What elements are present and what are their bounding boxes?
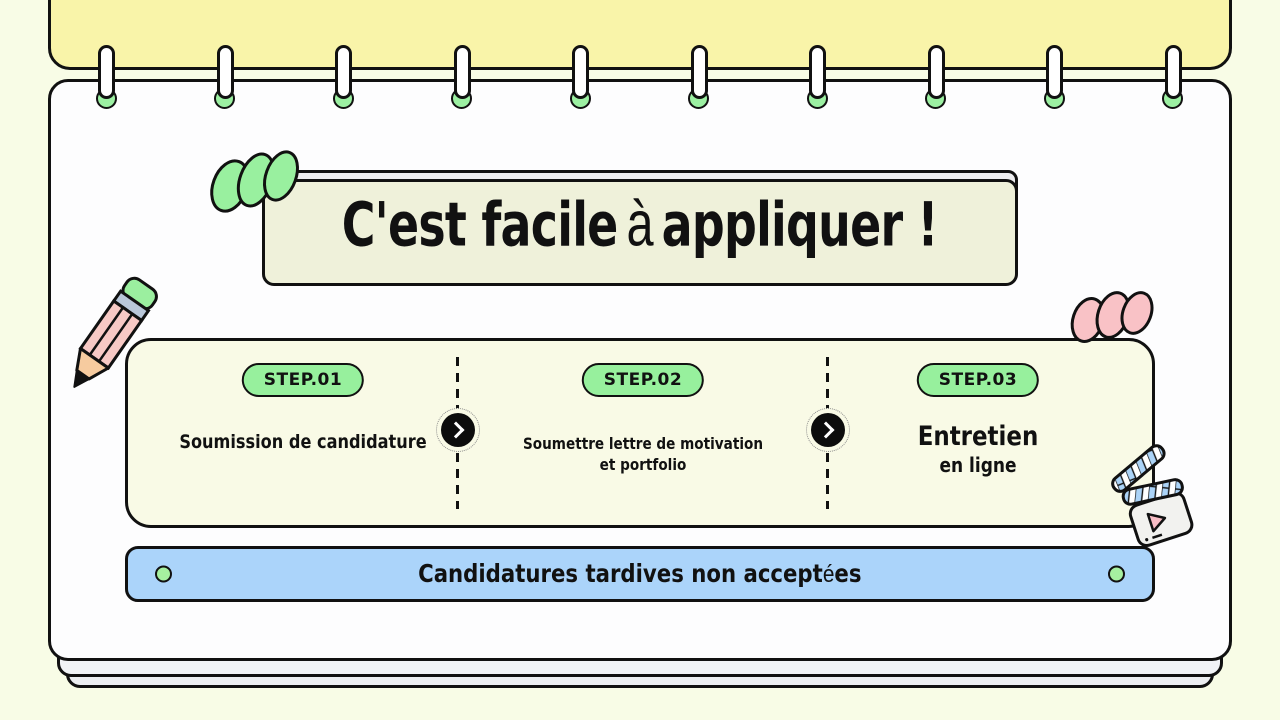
clapperboard-icon [1111,444,1194,548]
title-accent: à [626,188,654,259]
step3-main: Entretien [917,421,1039,452]
steps-panel: STEP.01 STEP.02 STEP.03 Soumission de ca… [125,338,1155,528]
banner-text-post: es [834,559,862,588]
chevron-right-icon [441,413,475,447]
banner-text: Candidatures tardives non acceptées [418,559,861,589]
chevron-right-icon [811,413,845,447]
ring-pin [1164,45,1182,99]
ring-pin [335,45,353,99]
ring-pin [690,45,708,99]
ring-pin [927,45,945,99]
binder-ring [95,45,117,111]
banner-text-pre: Candidatures tardives non accept [418,559,824,588]
binder-ring [569,45,591,111]
banner-dot-left [155,565,172,583]
step3-title: Entretien [907,421,1049,452]
binder-ring [1043,45,1065,111]
step1-label: Soumission de candidature [179,431,427,453]
ring-pin [98,45,115,99]
ring-pin [1046,45,1064,99]
step2-line2: et portfolio [599,455,687,474]
title-part2: appliquer ! [661,189,939,260]
binder-ring [1162,45,1184,111]
title-part1: C'est facile [341,189,619,260]
step3-badge: STEP.03 [916,363,1040,397]
banner-text-accent: é [823,561,835,588]
scribble-green-icon [210,150,299,213]
step3-subtitle: en ligne [933,453,1024,477]
notebook-cover [48,0,1232,70]
step1-text: Soumission de candidature [157,431,448,453]
ring-pin [572,45,590,99]
binder-ring [332,45,354,111]
binder-ring [806,45,828,111]
step2-line1: Soumettre lettre de motivation [522,434,764,453]
notice-banner: Candidatures tardives non acceptées [125,546,1155,602]
next-step-arrow [806,408,850,452]
binder-ring [688,45,710,111]
binder-ring [214,45,236,111]
step2-badge: STEP.02 [581,363,705,397]
banner-dot-right [1108,565,1125,583]
binder-ring [451,45,473,111]
pencil-icon [73,276,158,388]
step1-badge: STEP.01 [241,363,365,397]
ring-pin [453,45,471,99]
scribble-pink-icon [1070,291,1154,343]
step3-sub: en ligne [939,453,1017,477]
ring-pin [809,45,827,99]
ring-pin [216,45,234,99]
binder-ring [925,45,947,111]
binder-rings [95,45,1184,111]
step2-text: Soumettre lettre de motivation et portfo… [502,433,784,475]
next-step-arrow [436,408,480,452]
